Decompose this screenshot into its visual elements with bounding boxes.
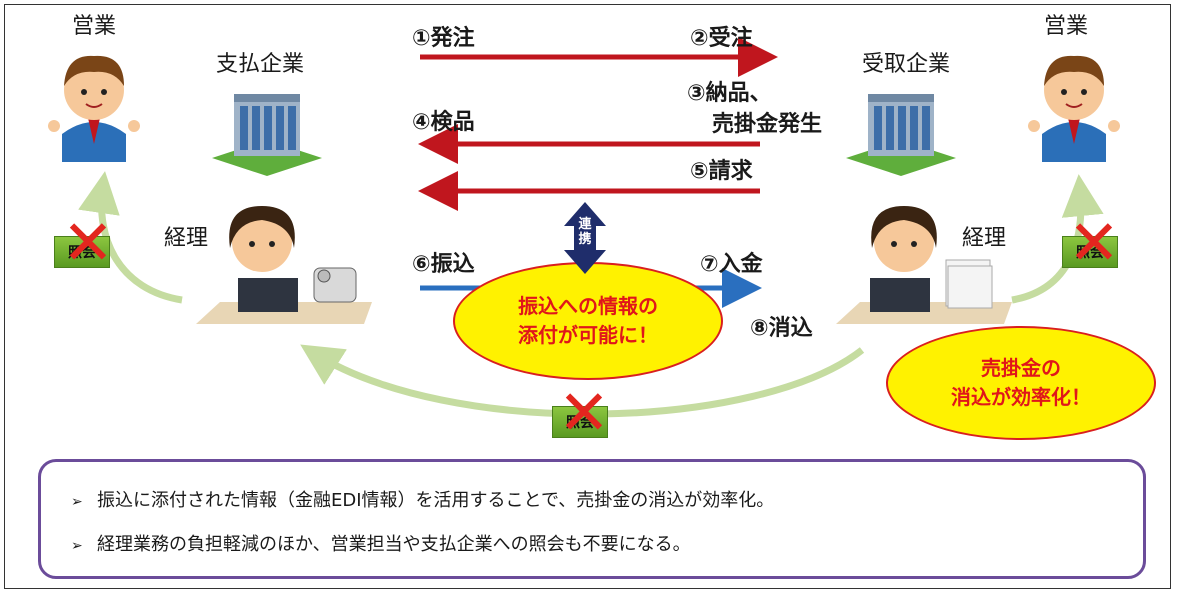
payer-building-icon — [212, 94, 322, 176]
renkei-arrow-overlay — [564, 202, 606, 274]
right-callout-text: 売掛金の 消込が効率化！ — [951, 356, 1091, 409]
step-5-invoice: ⑤請求 — [690, 159, 753, 184]
bottom-inquiry-tag: 照会 — [552, 406, 608, 438]
receiver-company-label: 受取企業 — [862, 52, 951, 77]
right-inquiry-tag: 照会 — [1062, 236, 1118, 268]
receiver-building-icon — [846, 94, 956, 176]
left-inquiry-tag: 照会 — [54, 236, 110, 268]
step-3-delivery: ③納品、 — [687, 81, 772, 106]
step-2-receive-order: ②受注 — [690, 26, 753, 51]
step-1-order: ①発注 — [412, 26, 475, 51]
left-salesperson-icon — [48, 55, 140, 162]
summary-bullet-1: ➢ 振込に添付された情報（金融EDI情報）を活用することで、売掛金の消込が効率化。 — [71, 486, 774, 512]
summary-bullet-1-text: 振込に添付された情報（金融EDI情報）を活用することで、売掛金の消込が効率化。 — [97, 490, 775, 511]
right-salesperson-icon — [1028, 55, 1120, 162]
left-sales-label: 営業 — [72, 14, 117, 39]
left-inquiry-label: 照会 — [68, 245, 96, 261]
summary-box: ➢ 振込に添付された情報（金融EDI情報）を活用することで、売掛金の消込が効率化。… — [38, 459, 1146, 579]
step-8-reconciliation: ⑧消込 — [750, 316, 813, 341]
left-return-arrow — [78, 171, 183, 304]
step-3-receivable: 売掛金発生 — [712, 112, 823, 137]
right-inquiry-label: 照会 — [1076, 245, 1104, 261]
right-accounting-label: 経理 — [962, 226, 1007, 251]
left-accountant-icon — [196, 206, 372, 324]
center-callout: 振込への情報の 添付が可能に！ — [453, 262, 723, 380]
step-7-payment-received: ⑦入金 — [700, 252, 763, 277]
renkei-label: 連携 — [578, 217, 592, 247]
bullet-arrow-icon: ➢ — [71, 494, 83, 510]
bottom-inquiry-label: 照会 — [566, 415, 594, 431]
right-sales-label: 営業 — [1044, 14, 1089, 39]
center-callout-text: 振込への情報の 添付が可能に！ — [518, 294, 658, 347]
right-callout: 売掛金の 消込が効率化！ — [886, 326, 1156, 440]
bullet-arrow-icon: ➢ — [71, 538, 83, 554]
step-6-transfer: ⑥振込 — [412, 252, 475, 277]
diagram-frame — [4, 4, 1171, 589]
summary-bullet-2: ➢ 経理業務の負担軽減のほか、営業担当や支払企業への照会も不要になる。 — [71, 530, 691, 556]
left-inquiry-cross-icon: ✕ — [62, 206, 114, 279]
left-accounting-label: 経理 — [164, 226, 209, 251]
right-inquiry-cross-icon: ✕ — [1068, 206, 1120, 279]
bottom-inquiry-cross-icon: ✕ — [558, 376, 610, 449]
right-accountant-icon — [836, 206, 1012, 324]
payer-company-label: 支払企業 — [216, 52, 305, 77]
summary-bullet-2-text: 経理業務の負担軽減のほか、営業担当や支払企業への照会も不要になる。 — [97, 534, 691, 555]
step-4-inspection: ④検品 — [412, 110, 475, 135]
